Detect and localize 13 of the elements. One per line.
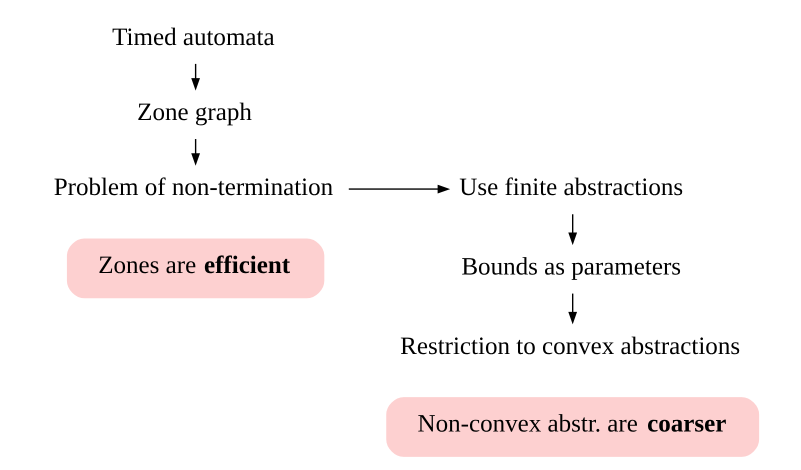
node-text: Timed automata <box>112 24 275 51</box>
arrow <box>191 64 200 91</box>
arrow <box>568 294 578 324</box>
arrow <box>348 184 450 194</box>
node-text: Restriction to convex abstractions <box>400 332 740 360</box>
node-text: Use finite abstractions <box>459 174 684 202</box>
arrow <box>191 139 200 166</box>
arrow <box>568 214 578 246</box>
node-text: Bounds as parameters <box>461 254 682 281</box>
node-text: Zone graph <box>137 99 252 126</box>
node-box: Zones are efficient <box>66 238 324 298</box>
node-text: Problem of non-termination <box>54 174 334 202</box>
node-box: Non-convex abstr. are coarser <box>386 397 760 457</box>
